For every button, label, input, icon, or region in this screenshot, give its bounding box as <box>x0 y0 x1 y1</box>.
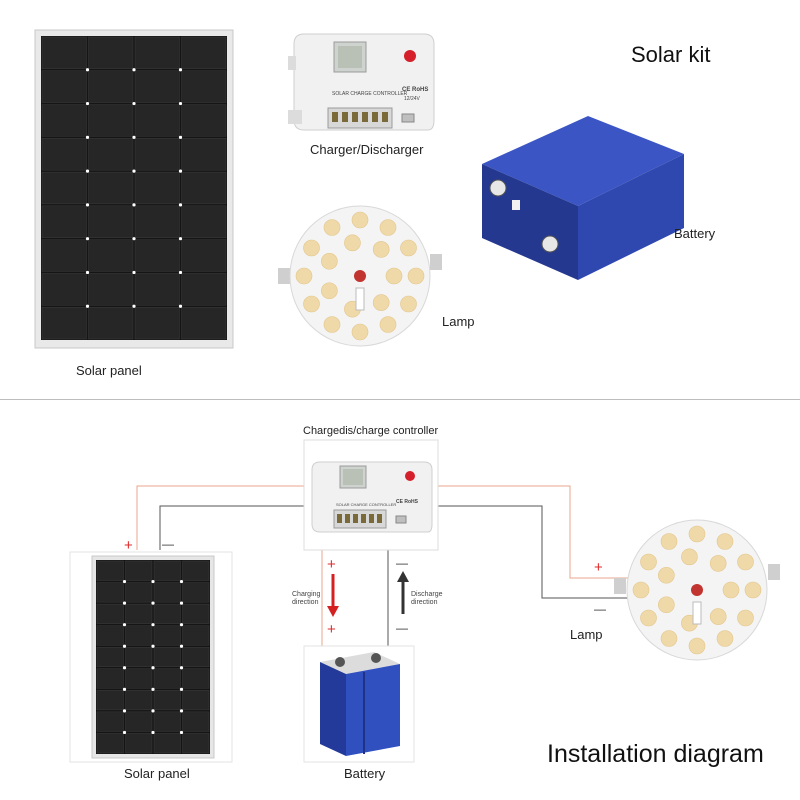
solar-panel-image <box>34 29 234 349</box>
controller-voltage: 12/24V <box>404 96 420 102</box>
battery-negative-sign-bottom: — <box>396 621 408 635</box>
panel-negative-sign: — <box>162 537 174 551</box>
section-divider <box>0 399 800 400</box>
diagram-solar-panel-image <box>69 551 233 763</box>
controller-mark: CE RoHS <box>402 87 429 93</box>
diagram-solar-panel-label: Solar panel <box>124 766 190 781</box>
charge-controller-image <box>288 33 435 131</box>
solar-kit-title: Solar kit <box>631 42 711 67</box>
charging-direction-text: Charging direction <box>292 591 321 606</box>
lamp-image <box>278 205 442 347</box>
diagram-controller-printed-text: SOLAR CHARGE CONTROLLER <box>336 502 397 507</box>
battery-label: Battery <box>674 226 716 241</box>
panel-positive-sign: + <box>124 537 133 554</box>
lamp-label: Lamp <box>442 314 475 329</box>
discharge-direction-text: Discharge direction <box>411 591 443 606</box>
battery-negative-sign-top: — <box>396 556 408 570</box>
diagram-lamp-image <box>614 519 780 661</box>
charging-arrow <box>327 574 339 617</box>
discharge-arrow <box>397 571 409 614</box>
battery-positive-sign-bottom: + <box>327 621 336 638</box>
solar-panel-label: Solar panel <box>76 363 142 378</box>
controller-printed-text: SOLAR CHARGE CONTROLLER <box>332 91 408 97</box>
controller-diagram-label: Chargedis/charge controller <box>303 425 439 437</box>
diagram-controller-mark: CE RoHS <box>396 499 418 505</box>
diagram-battery-image <box>303 645 415 763</box>
diagram-battery-label: Battery <box>344 766 386 781</box>
diagram-controller-image <box>303 439 439 551</box>
battery-image <box>482 116 684 280</box>
installation-diagram-title: Installation diagram <box>547 740 764 768</box>
battery-positive-sign-top: + <box>327 556 336 573</box>
charger-label: Charger/Discharger <box>310 142 424 157</box>
lamp-negative-sign: — <box>594 602 606 616</box>
diagram-lamp-label: Lamp <box>570 627 603 642</box>
lamp-positive-sign: + <box>594 559 603 576</box>
